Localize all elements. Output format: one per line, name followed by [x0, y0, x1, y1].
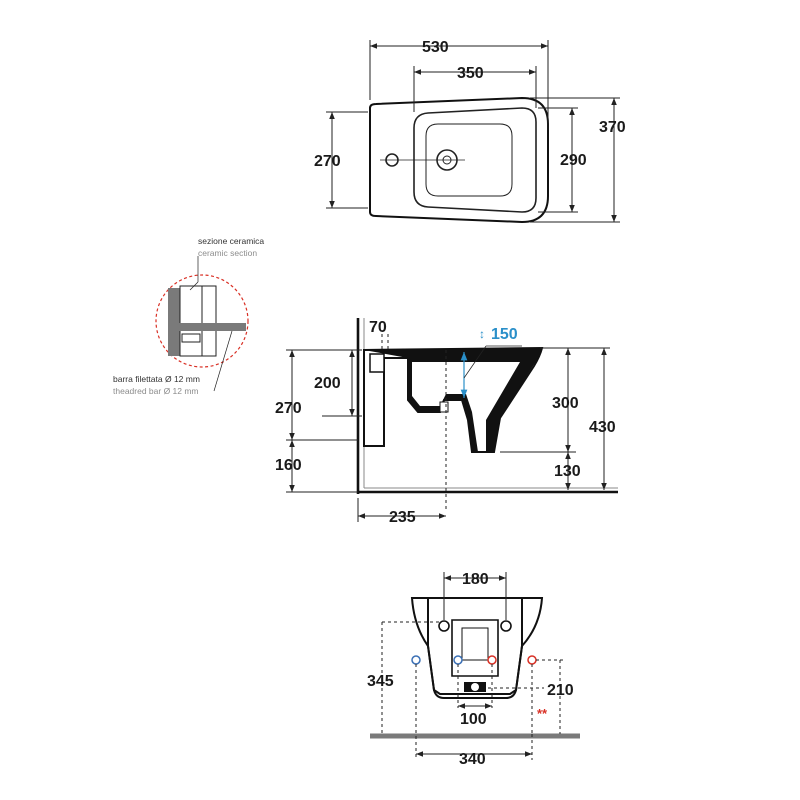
dim-150: 150	[491, 326, 518, 343]
top-view: 530 350 270 370 290	[314, 39, 626, 224]
ceramic-section-en: ceramic section	[198, 248, 257, 258]
dim-300: 300	[552, 395, 579, 412]
cold-water-icon	[411, 655, 421, 665]
dim-160: 160	[275, 457, 302, 474]
dim-340: 340	[459, 751, 486, 768]
dim-530: 530	[422, 39, 449, 56]
dim-270-side: 270	[275, 400, 302, 417]
cold-water-icon	[453, 655, 463, 665]
hot-water-icon	[527, 655, 537, 665]
dim-235: 235	[389, 509, 416, 526]
dim-290: 290	[560, 152, 587, 169]
arrow-updown-icon: ↕	[479, 327, 485, 341]
dim-200: 200	[314, 375, 341, 392]
threaded-bar-it: barra filettata Ø 12 mm	[113, 374, 200, 384]
dim-430: 430	[589, 419, 616, 436]
dim-370: 370	[599, 119, 626, 136]
side-view: 70 ↕ 150 200 270 160 300 430 130	[275, 318, 618, 526]
hot-water-icon	[487, 655, 497, 665]
dim-270-top: 270	[314, 153, 341, 170]
threaded-bar-en: theadred bar Ø 12 mm	[113, 386, 199, 396]
dim-70: 70	[369, 319, 387, 336]
dim-350: 350	[457, 65, 484, 82]
dim-210: 210	[547, 682, 574, 699]
dim-130: 130	[554, 463, 581, 480]
back-view: 180 345 210 ** 100 340	[367, 571, 580, 768]
ceramic-section-it: sezione ceramica	[198, 236, 264, 246]
dim-180: 180	[462, 571, 489, 588]
red-asterisk-note: **	[537, 706, 548, 721]
dim-100: 100	[460, 711, 487, 728]
dim-345: 345	[367, 673, 394, 690]
ceramic-section-detail: sezione ceramica ceramic section barra f…	[113, 236, 264, 396]
